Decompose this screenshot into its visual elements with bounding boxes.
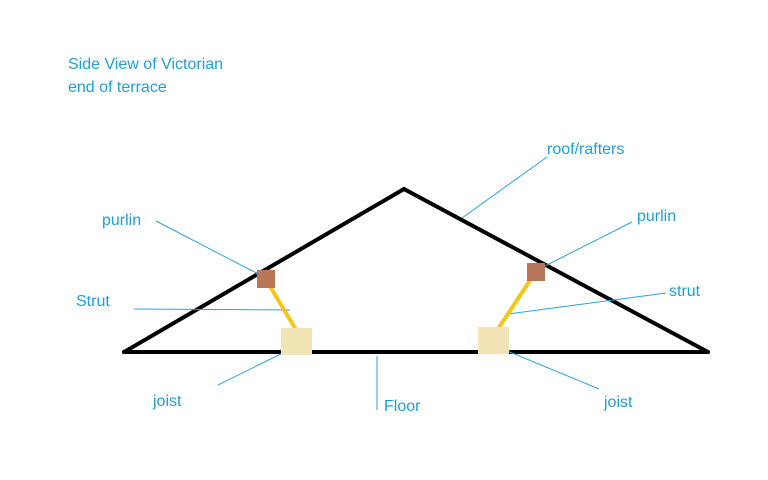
label-strut-left: Strut [76, 293, 110, 310]
purlin-right [527, 263, 545, 281]
leader-joist-left [217, 347, 294, 386]
leader-joist-right [499, 347, 600, 390]
label-purlin-right: purlin [637, 208, 676, 225]
leader-strut-left [133, 308, 291, 311]
leader-strut-right [507, 292, 667, 315]
strut-right [494, 274, 535, 334]
leader-purlin-left [155, 220, 263, 277]
label-strut-right: strut [669, 283, 701, 300]
label-purlin-left: purlin [102, 212, 141, 229]
roof-rafter-right [402, 187, 710, 354]
joist-right [478, 327, 509, 354]
diagram-title-line1: Side View of Victorian [68, 56, 223, 73]
label-joist-left: joist [152, 393, 182, 410]
leader-roof [461, 156, 548, 219]
label-floor: Floor [384, 398, 421, 415]
label-joist-right: joist [603, 394, 633, 411]
leader-purlin-right [540, 221, 633, 269]
strut-left [266, 281, 300, 335]
joist-left [281, 328, 312, 355]
purlin-left [257, 270, 275, 288]
label-roof-rafters: roof/rafters [547, 141, 624, 158]
diagram-title-line2: end of terrace [68, 79, 167, 96]
